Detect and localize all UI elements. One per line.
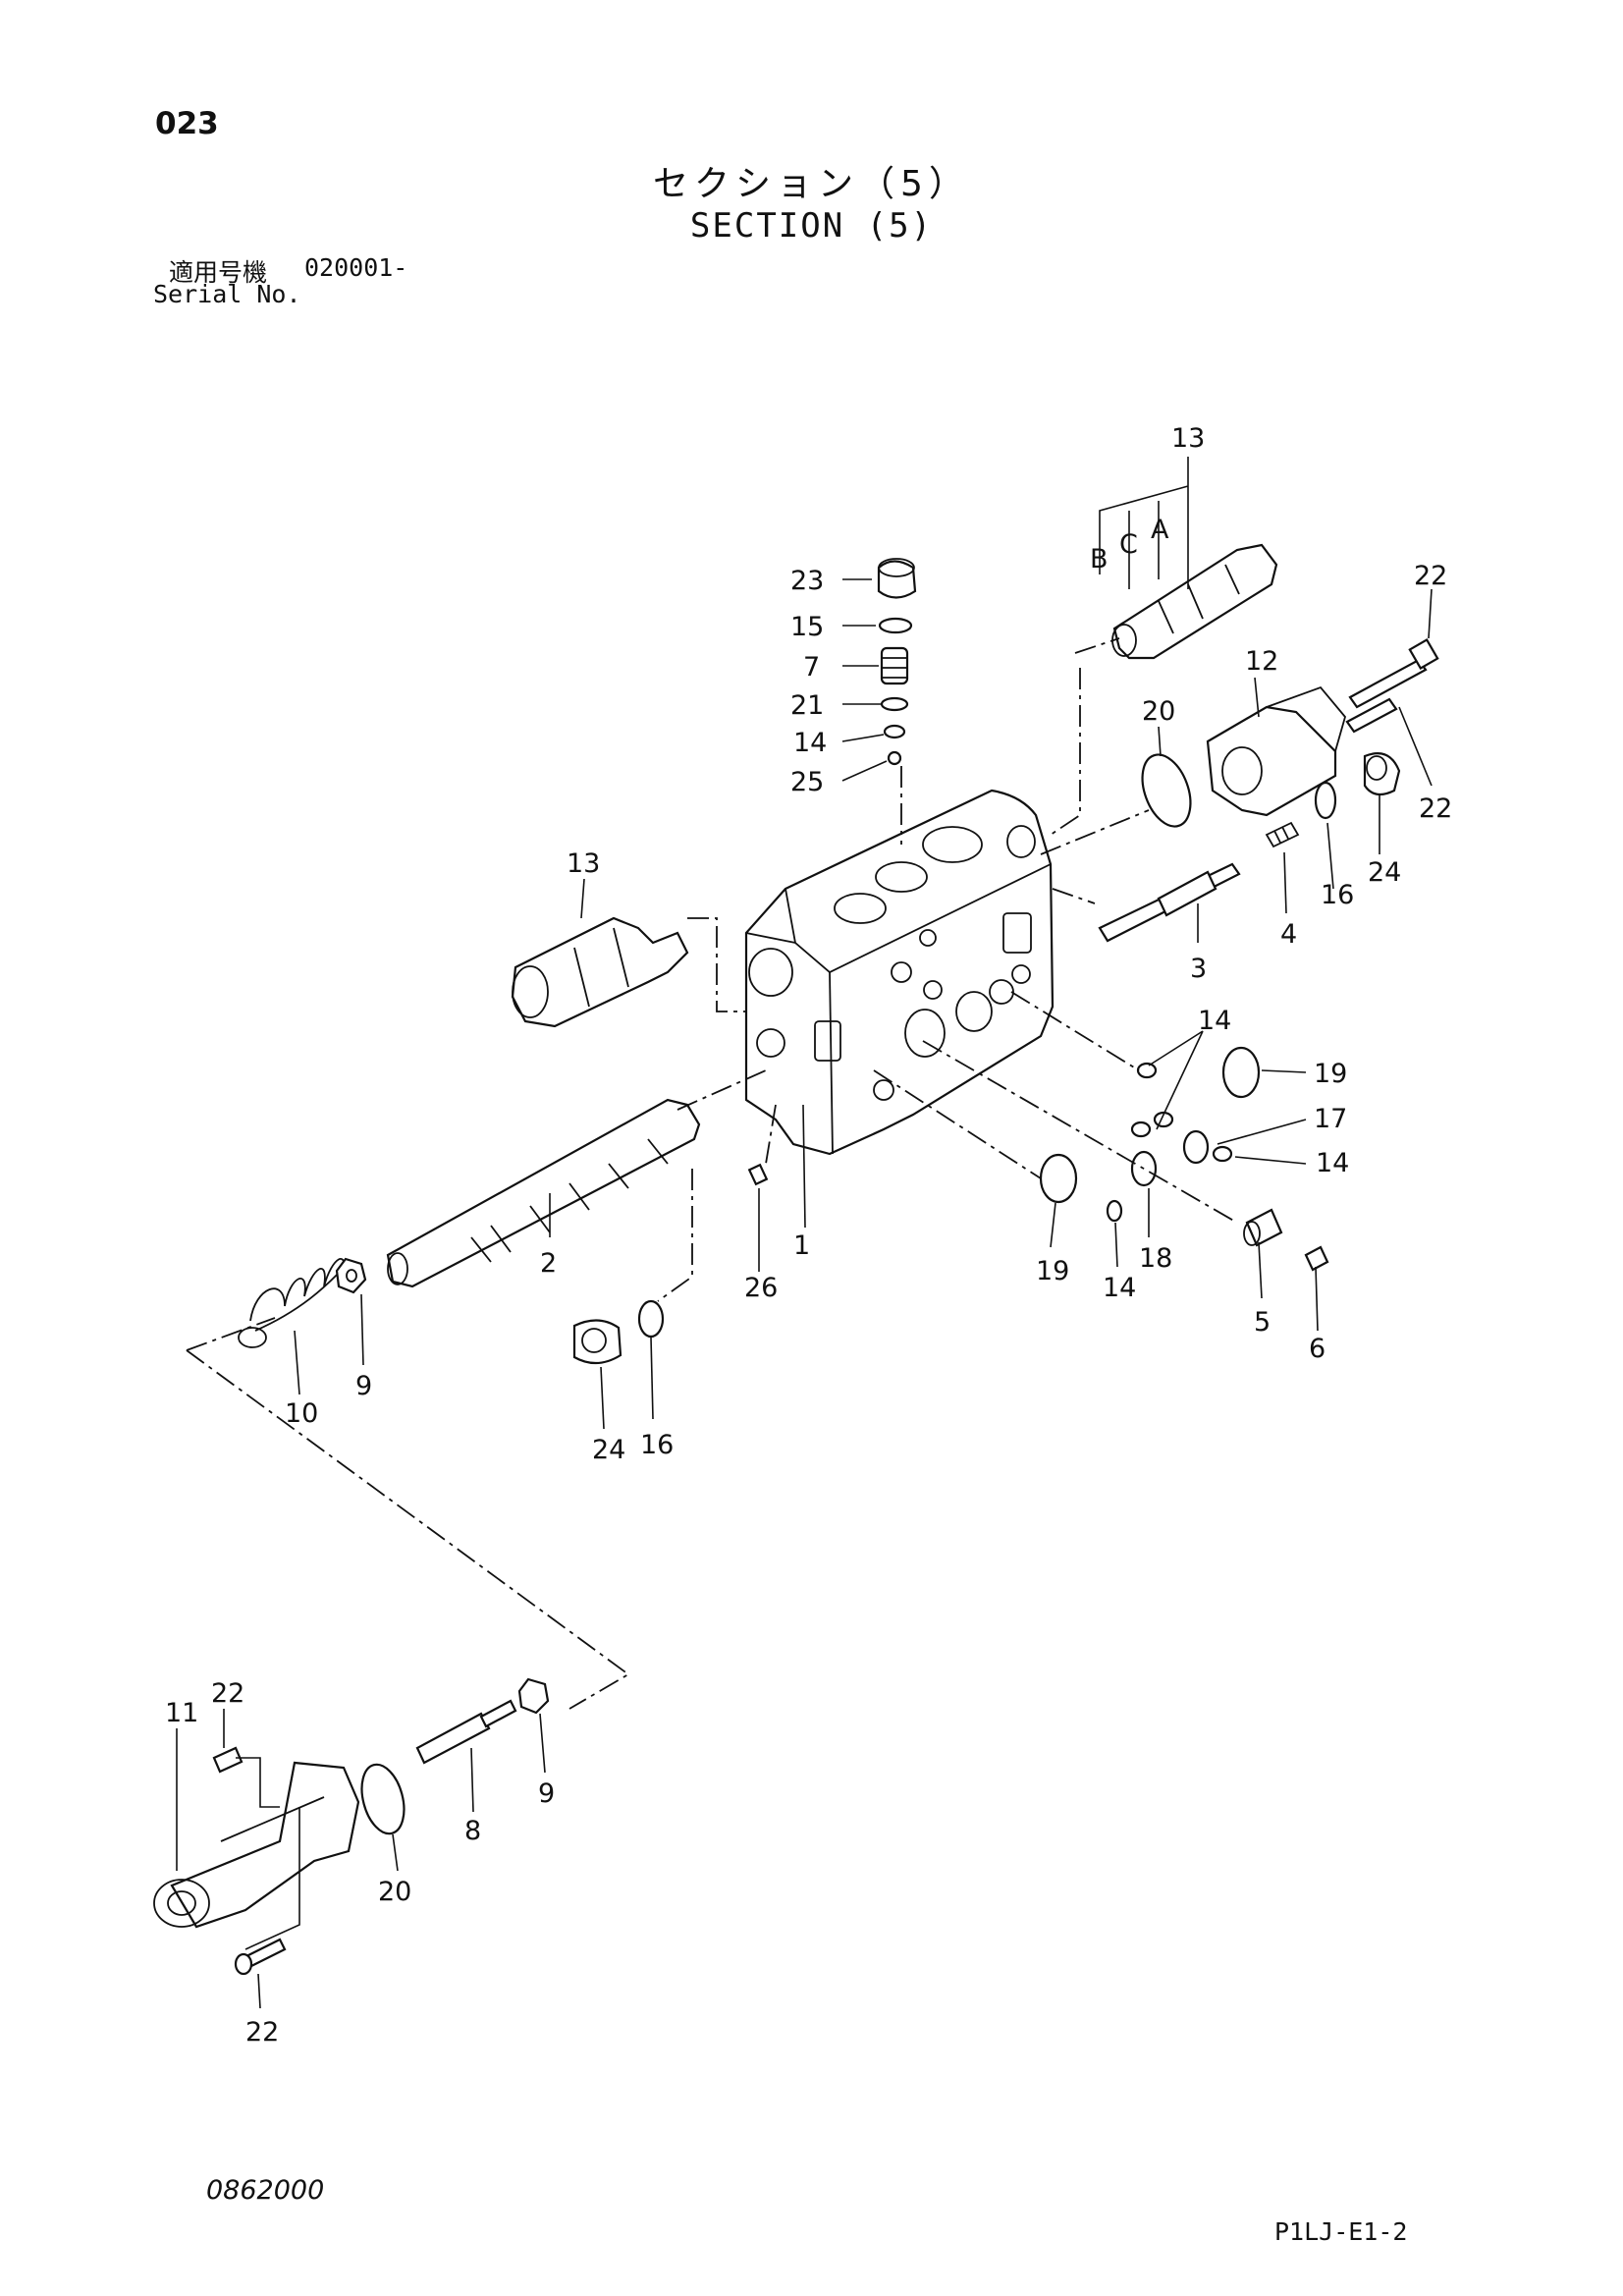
o-ring-part-14-top bbox=[883, 724, 906, 739]
label-19-lower: 19 bbox=[1036, 1256, 1069, 1286]
label-18: 18 bbox=[1139, 1243, 1172, 1274]
spring-seat-part-9 bbox=[335, 1257, 367, 1294]
sheet-code: P1LJ-E1-2 bbox=[1274, 2217, 1408, 2246]
label-6: 6 bbox=[1309, 1334, 1325, 1364]
o-ring-part-14-e bbox=[1106, 1199, 1123, 1223]
label-1: 1 bbox=[793, 1230, 810, 1261]
label-26: 26 bbox=[744, 1273, 778, 1303]
label-13-right: 13 bbox=[1171, 423, 1205, 454]
o-ring-part-21 bbox=[880, 696, 909, 712]
valve-body-part-1 bbox=[744, 789, 1055, 1156]
label-16-right: 16 bbox=[1321, 880, 1354, 910]
label-3: 3 bbox=[1190, 954, 1207, 984]
label-19-right: 19 bbox=[1314, 1059, 1347, 1089]
cap-part-12 bbox=[1206, 685, 1346, 817]
label-B: B bbox=[1090, 544, 1109, 574]
label-9-upper: 9 bbox=[355, 1371, 372, 1401]
o-ring-part-20-lower bbox=[360, 1763, 406, 1835]
o-ring-part-14-d bbox=[1212, 1145, 1233, 1163]
label-22-bottom-upper: 22 bbox=[211, 1678, 244, 1709]
o-ring-part-16-left bbox=[637, 1299, 665, 1339]
label-15: 15 bbox=[790, 612, 824, 642]
label-11: 11 bbox=[165, 1698, 198, 1728]
o-ring-part-16-right bbox=[1314, 781, 1337, 820]
o-ring-part-20-upper bbox=[1141, 753, 1192, 828]
label-16-left: 16 bbox=[640, 1430, 674, 1460]
label-13-left: 13 bbox=[567, 848, 600, 879]
o-ring-part-19-right bbox=[1221, 1046, 1261, 1099]
o-ring-part-15 bbox=[878, 617, 913, 634]
label-8: 8 bbox=[464, 1816, 481, 1846]
label-C: C bbox=[1119, 529, 1138, 560]
serial-label-japanese: 適用号機 bbox=[169, 258, 268, 287]
serial-value: 020001- bbox=[304, 253, 408, 282]
label-A: A bbox=[1151, 515, 1169, 545]
title-english: SECTION (5) bbox=[689, 206, 934, 246]
plug-part-23 bbox=[877, 558, 917, 599]
o-ring-part-14-b bbox=[1130, 1121, 1152, 1138]
main-spool-part-2 bbox=[386, 1098, 701, 1288]
plug-part-24-right bbox=[1363, 752, 1401, 796]
label-12: 12 bbox=[1245, 646, 1278, 677]
bolt-part-22-bottom-lower bbox=[234, 1938, 287, 1976]
o-ring-part-14-a bbox=[1136, 1062, 1158, 1079]
plug-part-26 bbox=[747, 1163, 769, 1186]
label-22-right: 22 bbox=[1419, 793, 1452, 824]
label-22-bottom-lower: 22 bbox=[245, 2017, 279, 2048]
drawing-code: 0862000 bbox=[206, 2175, 325, 2206]
label-20-lower: 20 bbox=[378, 1877, 411, 1907]
label-22-top: 22 bbox=[1414, 561, 1447, 591]
label-24-left: 24 bbox=[592, 1435, 625, 1465]
relief-valve-part-13-right bbox=[1111, 543, 1278, 660]
label-4: 4 bbox=[1280, 919, 1297, 950]
ball-part-25 bbox=[887, 750, 902, 766]
label-23: 23 bbox=[790, 566, 824, 596]
label-14-bottom: 14 bbox=[1103, 1273, 1136, 1303]
label-17: 17 bbox=[1314, 1104, 1347, 1134]
label-10: 10 bbox=[285, 1398, 318, 1429]
plug-part-24-left bbox=[572, 1319, 622, 1365]
bolt-part-8 bbox=[415, 1699, 517, 1765]
label-7: 7 bbox=[803, 652, 820, 683]
label-2: 2 bbox=[540, 1248, 557, 1279]
spring-part-4 bbox=[1265, 821, 1300, 848]
plug-part-5 bbox=[1243, 1208, 1283, 1247]
label-24-right: 24 bbox=[1368, 857, 1401, 888]
bolt-part-22-bottom-upper bbox=[212, 1746, 243, 1774]
part-labels: 1 2 3 4 5 6 7 8 9 9 10 11 12 13 13 14 14… bbox=[165, 423, 1452, 2048]
serial-label-english: Serial No. bbox=[153, 280, 301, 308]
label-20-upper: 20 bbox=[1142, 696, 1175, 727]
plug-part-6 bbox=[1304, 1245, 1329, 1272]
center-lines bbox=[186, 637, 1238, 1710]
plug-part-7 bbox=[880, 646, 909, 685]
label-14-right-upper: 14 bbox=[1198, 1006, 1231, 1036]
spring-seat-part-9-bottom bbox=[517, 1677, 550, 1715]
label-25: 25 bbox=[790, 767, 824, 797]
page-number: 023 bbox=[155, 106, 219, 141]
label-14-right-lower: 14 bbox=[1316, 1148, 1349, 1178]
label-9-lower: 9 bbox=[538, 1778, 555, 1809]
o-ring-part-19-lower bbox=[1039, 1153, 1078, 1204]
label-21: 21 bbox=[790, 690, 824, 721]
relief-valve-part-13-left bbox=[511, 916, 689, 1028]
leader-lines bbox=[176, 457, 1433, 2009]
spring-part-10 bbox=[238, 1258, 347, 1348]
label-14-top: 14 bbox=[793, 728, 827, 758]
bolt-part-22-upper bbox=[1348, 637, 1439, 709]
bolt-part-22-lower bbox=[1345, 697, 1398, 734]
title-japanese: セクション（5） bbox=[653, 164, 970, 204]
label-5: 5 bbox=[1254, 1307, 1271, 1338]
cap-part-11 bbox=[153, 1761, 360, 1929]
o-ring-part-17 bbox=[1182, 1129, 1210, 1165]
spool-part-3 bbox=[1098, 862, 1241, 943]
